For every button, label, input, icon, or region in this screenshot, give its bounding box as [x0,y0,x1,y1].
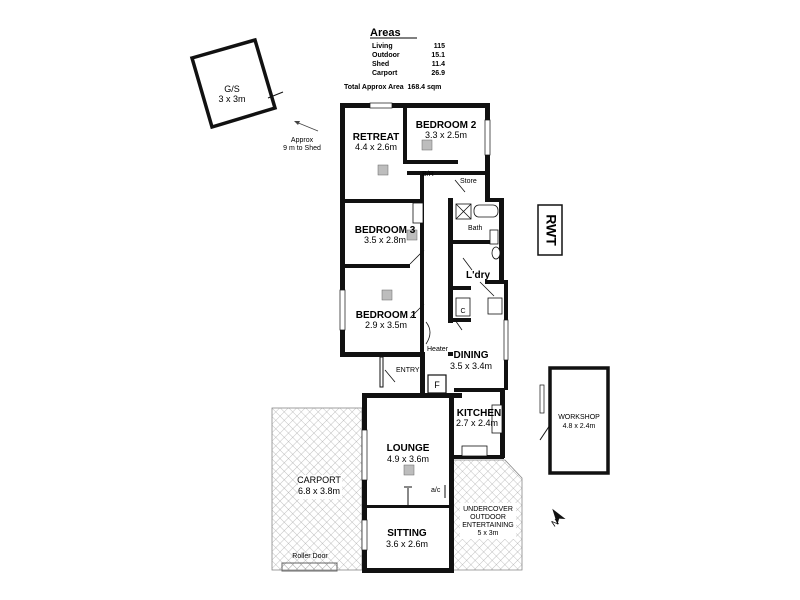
cupboard-box [455,297,471,317]
undercover-line1: UNDERCOVER [463,506,513,513]
sitting-size: 3.6 x 2.6m [386,539,428,549]
area-value-outdoor: 15.1 [431,52,445,59]
north-arrow-icon [552,508,566,525]
bedroom1-name: BEDROOM 1 [356,310,417,321]
dining-size: 3.5 x 3.4m [450,361,492,371]
bathtub [473,204,499,218]
undercover-line3: ENTERTAINING [462,522,513,529]
light-icon [421,139,433,151]
carport-size: 6.8 x 3.8m [298,486,340,496]
bedroom2-size: 3.3 x 2.5m [425,130,467,140]
doors [384,179,495,383]
light-icon [377,164,389,176]
shed-note-1: Approx [291,137,314,144]
undercover-outdoor: UNDERCOVER OUTDOOR ENTERTAINING 5 x 3m [451,459,523,571]
roller-door-label: Roller Door [292,553,328,560]
rainwater-tank: RWT [537,204,563,256]
gs-name: G/S [224,84,240,94]
shed-distance-note: Approx 9 m to Shed [283,121,321,152]
lounge-size: 4.9 x 3.6m [387,454,429,464]
undercover-size: 5 x 3m [477,530,498,537]
workshop: WORKSHOP 4.8 x 2.4m [539,366,610,475]
entry-label: ENTRY [396,367,420,374]
bedroom1-size: 2.9 x 3.5m [365,320,407,330]
fridge-label: F [434,380,440,390]
laundry-tub [487,297,503,315]
retreat-size: 4.4 x 2.6m [355,142,397,152]
small-labels: B/R Store Bath L'dry C Heater ENTRY F a/… [396,171,490,494]
undercover-line2: OUTDOOR [470,514,506,521]
areas-title: Areas [370,27,401,39]
area-label-outdoor: Outdoor [372,52,400,59]
toilet [491,246,501,260]
bath-label: Bath [468,225,483,232]
area-value-shed: 11.4 [432,61,445,68]
area-value-living: 115 [434,43,445,50]
total-area: Total Approx Area 168.4 sqm [344,84,441,91]
sitting-name: SITTING [387,528,427,539]
ac-label: a/c [431,487,441,494]
light-icon [406,229,418,241]
north-label: N [549,517,560,529]
fridge-box [427,374,447,394]
rwt-label: RWT [543,214,559,246]
area-label-shed: Shed [372,61,389,68]
kitchen-name: KITCHEN [457,408,501,419]
workshop-name: WORKSHOP [558,414,600,421]
bedroom3-name: BEDROOM 3 [355,225,416,236]
vanity [489,229,499,245]
light-icon [403,464,415,476]
kitchen-size: 2.7 x 2.4m [456,418,498,428]
fixtures [412,202,503,457]
carport-name: CARPORT [297,475,341,485]
bir-label: B/R [422,171,434,178]
shed-note-2: 9 m to Shed [283,145,321,152]
room-labels: RETREAT 4.4 x 2.6m BEDROOM 2 3.3 x 2.5m … [353,120,501,549]
windows [339,102,545,551]
workshop-size: 4.8 x 2.4m [563,423,596,430]
cupboard-label: C [460,308,465,315]
area-value-carport: 26.9 [431,70,445,77]
kitchen-sink [491,404,503,434]
cooktop [461,445,488,457]
bedroom2-name: BEDROOM 2 [416,120,477,131]
laundry-label: L'dry [466,270,490,281]
retreat-name: RETREAT [353,132,399,143]
area-label-carport: Carport [372,70,398,77]
dining-name: DINING [454,350,489,361]
gs-size: 3 x 3m [218,94,245,104]
lounge-name: LOUNGE [387,443,430,454]
areas-table: Areas Living 115 Outdoor 15.1 Shed 11.4 … [344,27,445,91]
north-arrow: N [549,508,566,529]
area-label-living: Living [372,43,393,50]
light-icons [377,139,433,476]
heater-shape [425,321,431,345]
bedroom3-size: 3.5 x 2.8m [364,235,406,245]
robe-insert [412,202,424,224]
light-icon [381,289,393,301]
heater-label: Heater [427,346,449,353]
carport: CARPORT 6.8 x 3.8m Roller Door [271,407,363,572]
store-label: Store [460,178,477,185]
lounge-details [387,395,446,505]
garden-shed: G/S 3 x 3m [189,37,284,130]
